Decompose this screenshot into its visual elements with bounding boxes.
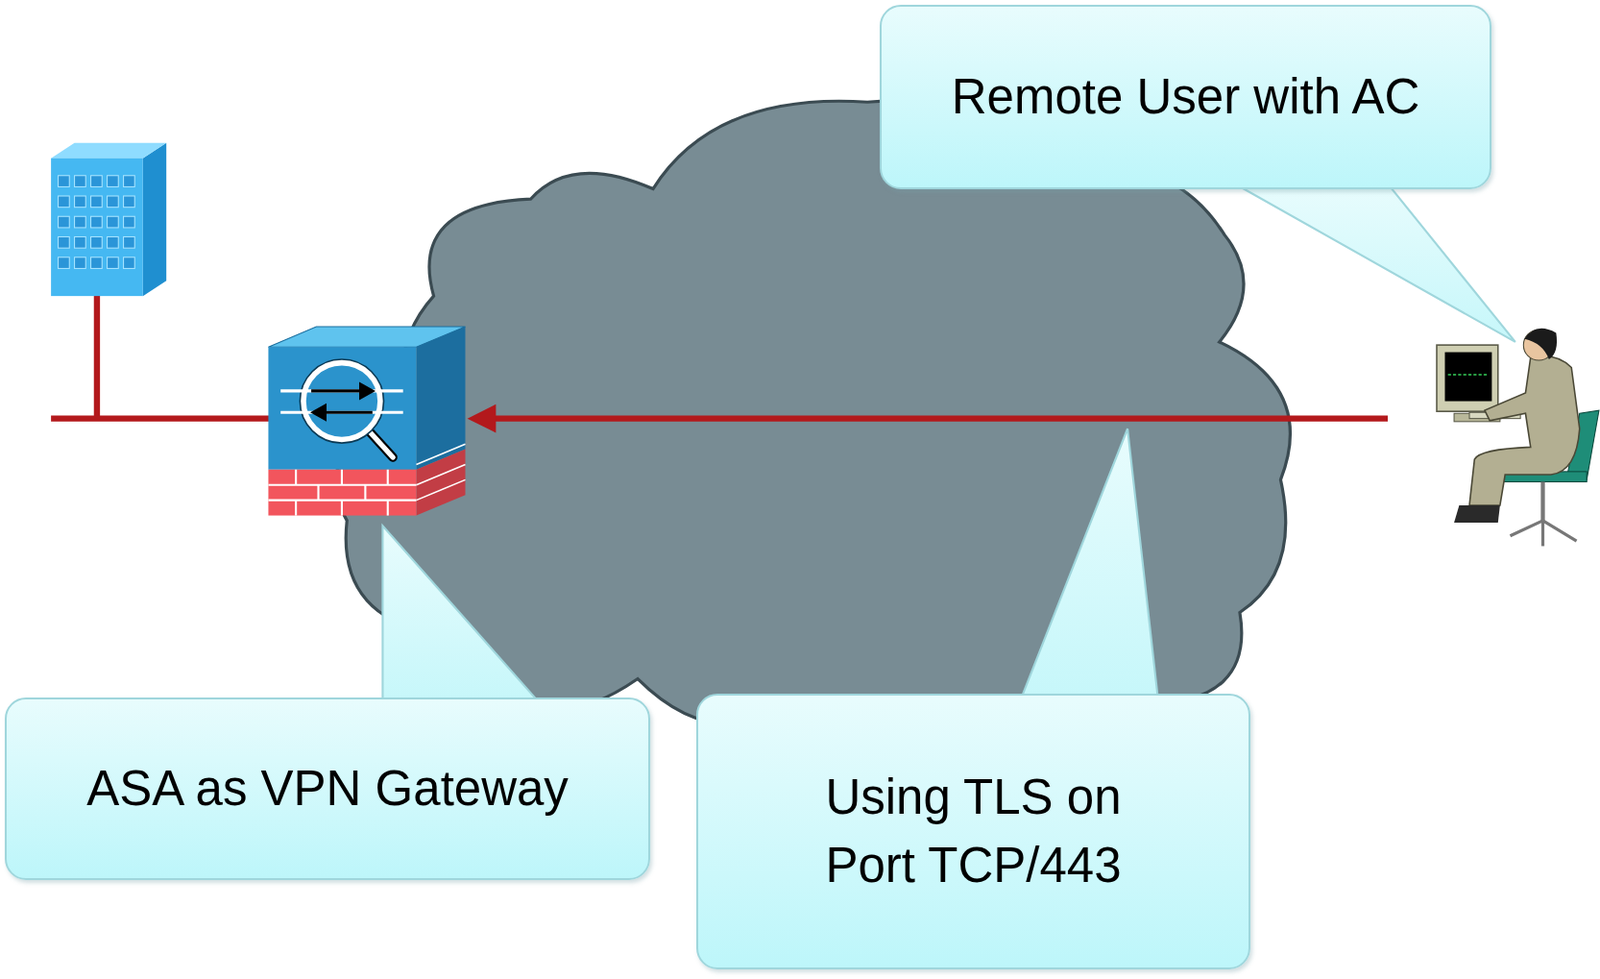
callout-bubble: Using TLS on Port TCP/443 [696,693,1251,970]
asa-firewall-icon [267,326,465,516]
callout-text: Using TLS on Port TCP/443 [791,763,1157,899]
tunnel-arrow [467,404,1388,434]
lan-wire [50,293,270,419]
callout-text: ASA as VPN Gateway [86,754,569,823]
building-icon [50,143,167,296]
callout-bubble: Remote User with AC [879,4,1492,190]
callout-bubble: ASA as VPN Gateway [4,697,651,880]
callout-text: Remote User with AC [951,63,1421,131]
callout-tail [382,183,1515,704]
remote-user-icon [1436,328,1600,547]
internet-cloud [335,100,1290,746]
